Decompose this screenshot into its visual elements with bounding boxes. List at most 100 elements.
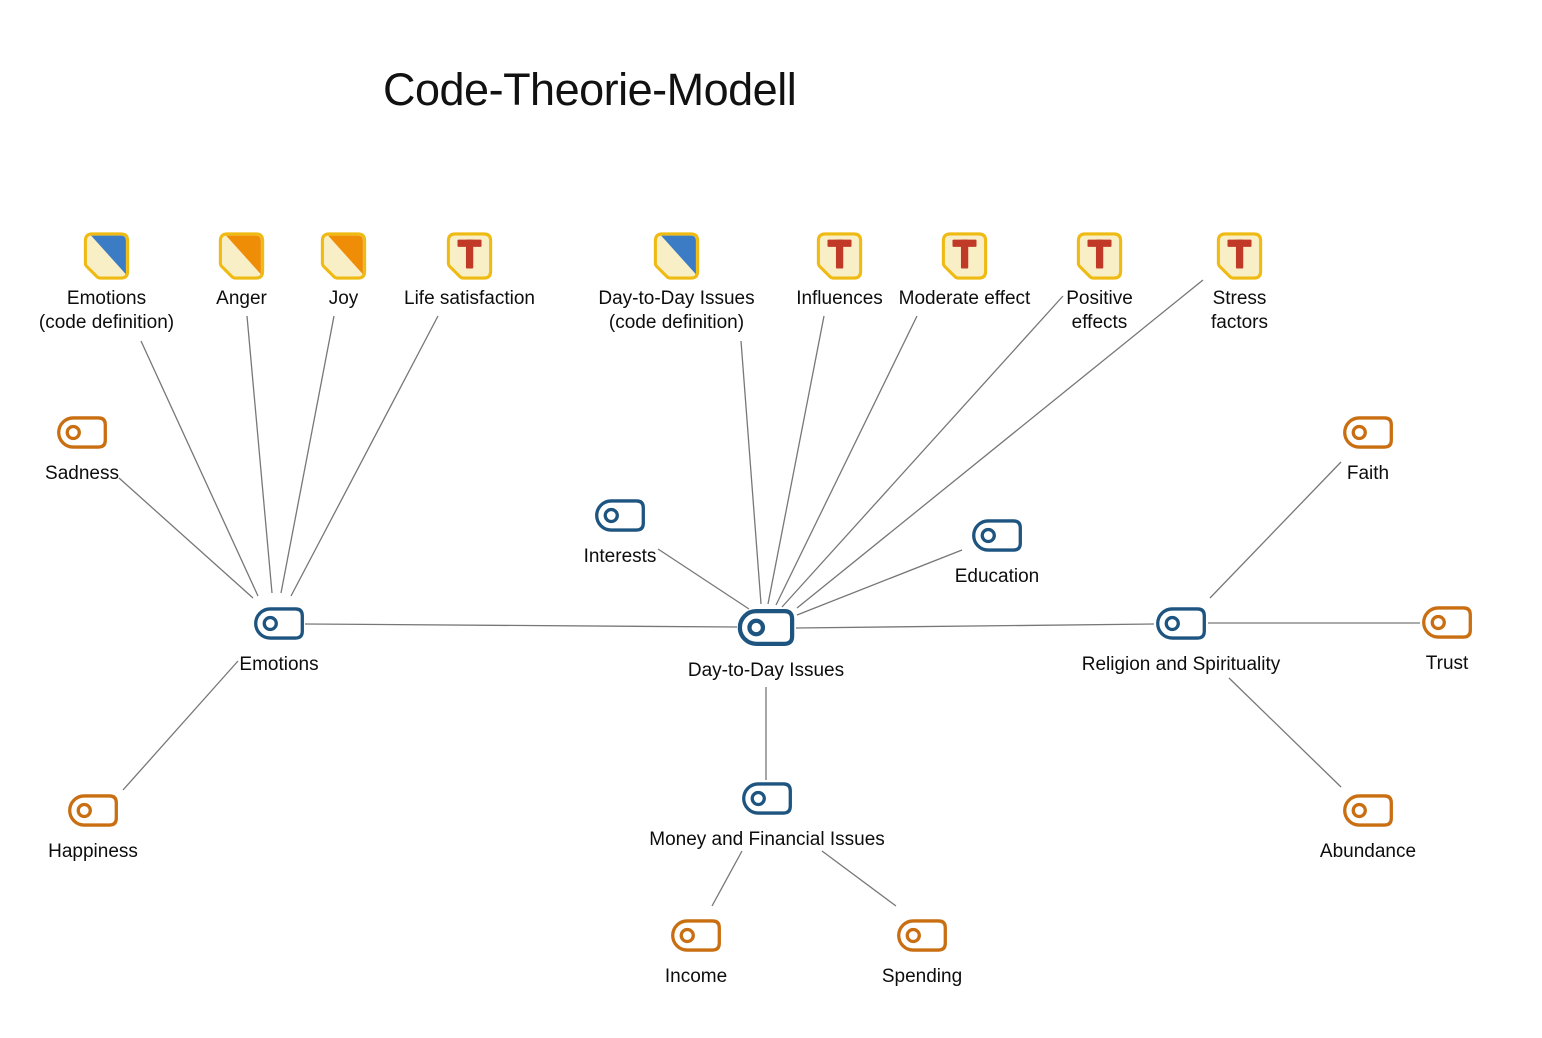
edge-memo-stress-factors--code-day-to-day-issues [796,279,1204,609]
memo-emotions-code-definition-label-line: Emotions [66,288,147,309]
code-spending-label: Spending [881,966,963,987]
memo-letter-t [1227,239,1252,269]
code-sadness[interactable]: Sadness [45,416,119,484]
code-tag-icon [68,794,118,827]
code-education[interactable]: Education [955,519,1039,587]
edge-memo-influences--code-day-to-day-issues [767,315,825,605]
code-interests-label: Interests [583,546,657,567]
edge-memo-joy--code-emotions [280,315,335,594]
edge-code-education--code-day-to-day-issues [796,549,963,616]
memo-icon [653,232,700,280]
edge-memo-life-satisfaction--code-emotions [290,315,439,597]
memo-anger-label-line: Anger [216,288,267,309]
code-emotions-label: Emotions [239,654,319,675]
code-day-to-day-issues-label: Day-to-Day Issues [687,660,845,681]
code-tag-icon [742,782,792,815]
memo-day-to-day-issues-code-definition-label-line: Day-to-Day Issues [598,288,755,309]
code-income-label: Income [664,966,728,987]
code-trust[interactable]: Trust [1421,606,1473,674]
code-tag-icon [1343,794,1393,827]
memo-stress-factors-label-line: Stress [1212,288,1267,309]
memo-emotions-code-definition-label-line: (code definition) [38,312,175,333]
code-spending[interactable]: Spending [882,919,962,987]
edge-memo-moderate-effect--code-day-to-day-issues [775,315,918,606]
memo-influences[interactable]: Influences [796,232,883,309]
code-interests[interactable]: Interests [584,499,656,567]
diagram-title: Code-Theorie-Modell [383,64,797,115]
memo-positive-effects-label-line: Positive [1066,288,1133,309]
memo-icon [941,232,988,280]
memo-day-to-day-issues-code-definition-label-line: (code definition) [608,312,745,333]
memo-anger[interactable]: Anger [216,232,267,309]
memo-letter-t [457,239,482,269]
memo-letter-t [827,239,852,269]
code-money-and-financial-issues[interactable]: Money and Financial Issues [649,782,885,850]
memo-letter-t [952,239,977,269]
edge-code-religion-and-spirituality--code-abundance [1228,677,1342,788]
edge-code-day-to-day-issues--code-religion-and-spirituality [795,623,1155,629]
code-tag-icon [1343,416,1393,449]
edge-code-religion-and-spirituality--code-faith [1209,461,1342,599]
edge-code-interests--code-day-to-day-issues [657,548,750,610]
code-emotions[interactable]: Emotions [239,607,319,675]
code-trust-label: Trust [1425,653,1469,674]
memo-stress-factors-label-line: factors [1210,312,1269,333]
code-tag-icon [897,919,947,952]
code-tag-icon [972,519,1022,552]
edge-memo-emotions-code-definition--code-emotions [140,340,259,597]
edge-code-emotions--code-day-to-day-issues [304,623,738,628]
memo-joy-label-line: Joy [328,288,359,309]
edge-code-money-and-financial-issues--code-income [711,850,743,907]
code-faith[interactable]: Faith [1342,416,1394,484]
memo-moderate-effect[interactable]: Moderate effect [899,232,1030,309]
memo-icon [446,232,493,280]
code-faith-label: Faith [1346,463,1390,484]
memo-life-satisfaction-label-line: Life satisfaction [404,288,535,309]
code-tag-icon [671,919,721,952]
memo-life-satisfaction[interactable]: Life satisfaction [404,232,535,309]
code-money-and-financial-issues-label: Money and Financial Issues [649,829,885,850]
memo-icon [218,232,265,280]
memo-life-satisfaction-label: Life satisfaction [404,287,535,311]
memo-day-to-day-issues-code-definition-label: Day-to-Day Issues (code definition) [598,287,754,335]
edge-code-emotions--code-happiness [122,660,239,791]
code-religion-and-spirituality-label: Religion and Spirituality [1081,654,1281,675]
edge-memo-positive-effects--code-day-to-day-issues [781,295,1064,608]
code-tag-icon [1422,606,1472,639]
edge-code-money-and-financial-issues--code-spending [821,850,897,907]
edge-memo-anger--code-emotions [246,315,273,594]
memo-influences-label: Influences [796,287,883,311]
memo-icon [1076,232,1123,280]
memo-stress-factors-label: Stress factors [1211,287,1268,335]
code-abundance[interactable]: Abundance [1320,794,1416,862]
code-happiness-label: Happiness [48,841,138,862]
memo-anger-label: Anger [216,287,267,311]
code-tag-icon [57,416,107,449]
code-day-to-day-issues[interactable]: Day-to-Day Issues [688,609,844,681]
code-religion-and-spirituality[interactable]: Religion and Spirituality [1082,607,1280,675]
memo-joy[interactable]: Joy [320,232,367,309]
memo-icon [1216,232,1263,280]
memo-influences-label-line: Influences [796,288,883,309]
code-tag-icon [1156,607,1206,640]
memo-day-to-day-issues-code-definition[interactable]: Day-to-Day Issues (code definition) [598,232,755,333]
code-tag-icon [254,607,304,640]
memo-stress-factors[interactable]: Stress factors [1211,232,1268,333]
edge-code-sadness--code-emotions [118,477,254,599]
code-tag-icon [595,499,645,532]
code-sadness-label: Sadness [45,463,119,484]
memo-icon [320,232,367,280]
memo-emotions-code-definition[interactable]: Emotions (code definition) [39,232,174,333]
memo-icon [816,232,863,280]
code-income[interactable]: Income [665,919,727,987]
code-abundance-label: Abundance [1319,841,1417,862]
memo-joy-label: Joy [329,287,359,311]
code-happiness[interactable]: Happiness [48,794,138,862]
code-tag-icon [737,609,795,646]
code-education-label: Education [954,566,1040,587]
memo-moderate-effect-label: Moderate effect [899,287,1031,311]
